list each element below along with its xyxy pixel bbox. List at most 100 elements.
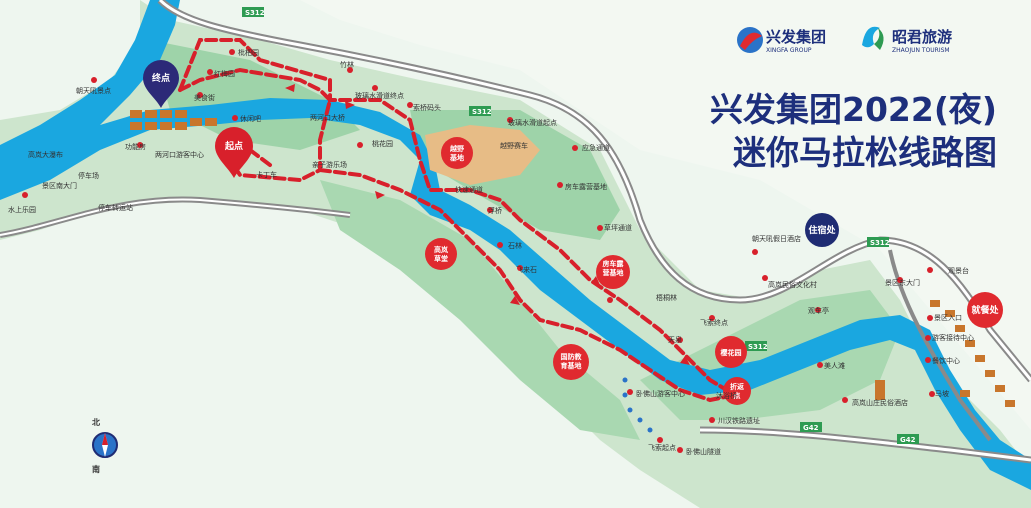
svg-text:终点: 终点: [151, 72, 170, 84]
svg-text:卧佛山隧道: 卧佛山隧道: [686, 447, 721, 456]
xingfa-logo: 兴发集团 XINGFA GROUP: [737, 27, 826, 54]
svg-text:S312: S312: [245, 9, 265, 17]
svg-text:停车转运站: 停车转运站: [98, 203, 133, 212]
lodging-badge: 住宿处: [805, 213, 839, 247]
svg-text:S312: S312: [870, 239, 890, 247]
svg-text:景区南大门: 景区南大门: [42, 181, 77, 190]
road-tag-s312-2: S312: [469, 106, 492, 116]
svg-text:景区入口: 景区入口: [934, 314, 962, 322]
svg-text:梧桐林: 梧桐林: [656, 293, 677, 302]
upland-area: [300, 0, 1031, 430]
svg-text:飞索终点: 飞索终点: [700, 318, 728, 327]
svg-text:景区东大门: 景区东大门: [885, 278, 920, 287]
svg-text:XINGFA GROUP: XINGFA GROUP: [766, 47, 812, 54]
road-west-core: [0, 198, 351, 236]
svg-text:玻璃水滑道终点: 玻璃水滑道终点: [355, 91, 404, 100]
svg-text:越野: 越野: [449, 144, 464, 153]
map-title: 兴发集团2022(夜) 迷你马拉松线路图: [710, 90, 997, 172]
svg-text:应急通道: 应急通道: [582, 143, 610, 152]
road-tag-g42-2: G42: [897, 434, 919, 444]
svg-text:基地: 基地: [449, 153, 464, 162]
svg-text:红梅园: 红梅园: [214, 69, 235, 78]
svg-text:游客接待中心: 游客接待中心: [932, 333, 974, 342]
svg-text:餐饮中心: 餐饮中心: [932, 356, 960, 365]
svg-text:快速通道: 快速通道: [455, 185, 483, 194]
svg-text:水上乐园: 水上乐园: [8, 205, 36, 214]
svg-text:观车亭: 观车亭: [808, 306, 829, 315]
svg-text:北: 北: [92, 417, 100, 427]
svg-text:观景台: 观景台: [948, 266, 969, 275]
svg-text:育基地: 育基地: [561, 361, 582, 370]
svg-text:越野赛车: 越野赛车: [500, 141, 528, 150]
start-marker[interactable]: 起点: [215, 127, 253, 178]
svg-text:卧佛山游客中心: 卧佛山游客中心: [636, 389, 685, 398]
svg-text:浮桥: 浮桥: [488, 206, 502, 215]
svg-text:竹林: 竹林: [340, 60, 354, 69]
svg-text:兴发集团2022(夜): 兴发集团2022(夜): [710, 90, 997, 129]
dining-badge: 就餐处: [967, 292, 1003, 328]
svg-text:房车露营基地: 房车露营基地: [565, 182, 607, 191]
svg-text:沐浴桥: 沐浴桥: [716, 391, 737, 400]
map-labels: 枇杷园 红梅园 美食街 朝天吼景点 休闲吧 功能房 两河口游客中心 高岚大瀑布 …: [8, 48, 974, 456]
svg-text:G42: G42: [803, 424, 819, 432]
finish-marker[interactable]: 终点: [143, 60, 179, 108]
svg-text:朝天吼假日酒店: 朝天吼假日酒店: [752, 234, 801, 243]
svg-text:高岚民俗文化村: 高岚民俗文化村: [768, 280, 817, 289]
svg-text:草坪通道: 草坪通道: [604, 223, 632, 232]
svg-text:S312: S312: [748, 343, 768, 351]
svg-text:停车场: 停车场: [78, 171, 99, 180]
svg-text:休闲吧: 休闲吧: [240, 114, 261, 123]
svg-text:玻璃水滑道起点: 玻璃水滑道起点: [508, 118, 557, 127]
svg-text:两河口游客中心: 两河口游客中心: [155, 150, 204, 159]
svg-text:住宿处: 住宿处: [808, 224, 836, 236]
svg-text:飞索起点: 飞索起点: [648, 443, 676, 452]
svg-text:美食街: 美食街: [194, 93, 215, 102]
svg-text:美人滩: 美人滩: [824, 361, 845, 370]
svg-text:南: 南: [92, 464, 100, 474]
road-tag-s312-1: S312: [242, 7, 265, 17]
svg-text:索桥码头: 索桥码头: [413, 103, 441, 112]
svg-text:枇杷园: 枇杷园: [238, 48, 259, 57]
svg-text:G42: G42: [900, 436, 916, 444]
svg-text:卡丁车: 卡丁车: [256, 170, 277, 179]
svg-text:高岚: 高岚: [434, 245, 448, 254]
svg-text:就餐处: 就餐处: [971, 304, 999, 316]
svg-text:朝天吼景点: 朝天吼景点: [76, 87, 111, 95]
svg-text:高岚山庄民俗酒店: 高岚山庄民俗酒店: [852, 398, 908, 407]
svg-text:草堂: 草堂: [434, 254, 448, 263]
blue-dots: [622, 377, 653, 433]
poi-cherry-garden: 樱花园: [715, 336, 747, 368]
svg-text:国防教: 国防教: [561, 352, 583, 361]
compass: 北 南: [92, 417, 118, 474]
svg-text:亲子游乐场: 亲子游乐场: [312, 160, 347, 169]
zhaojun-logo: 昭君旅游 ZHAOJUN TOURISM: [862, 26, 952, 54]
svg-text:樱花园: 樱花园: [720, 348, 742, 357]
svg-text:点: 点: [734, 391, 741, 400]
svg-text:川汉铁路遗址: 川汉铁路遗址: [718, 416, 760, 425]
svg-text:折返: 折返: [730, 382, 744, 391]
river: [0, 0, 1031, 490]
svg-text:昭君旅游: 昭君旅游: [892, 28, 952, 46]
svg-text:天泉: 天泉: [668, 335, 682, 344]
road-g42-core: [699, 428, 1031, 462]
svg-text:S312: S312: [472, 108, 492, 116]
svg-text:兴发集团: 兴发集团: [766, 28, 826, 46]
road-east: [888, 249, 992, 442]
svg-text:起点: 起点: [224, 140, 243, 152]
road-tag-s312-3: S312: [867, 237, 890, 247]
svg-text:营基地: 营基地: [603, 268, 624, 277]
svg-text:马坡: 马坡: [935, 389, 949, 398]
buildings-west: [130, 110, 217, 130]
svg-text:迷你马拉松线路图: 迷你马拉松线路图: [733, 133, 997, 172]
svg-text:高岚大瀑布: 高岚大瀑布: [28, 150, 63, 159]
poi-rv-camp: 房车露营基地: [596, 255, 630, 289]
svg-text:两河口大桥: 两河口大桥: [310, 113, 345, 122]
svg-text:桃花园: 桃花园: [372, 139, 393, 148]
svg-text:房车露: 房车露: [603, 259, 625, 268]
poi-dots: [22, 49, 935, 453]
route-arrows: [285, 84, 690, 365]
svg-text:飞来石: 飞来石: [516, 266, 537, 274]
